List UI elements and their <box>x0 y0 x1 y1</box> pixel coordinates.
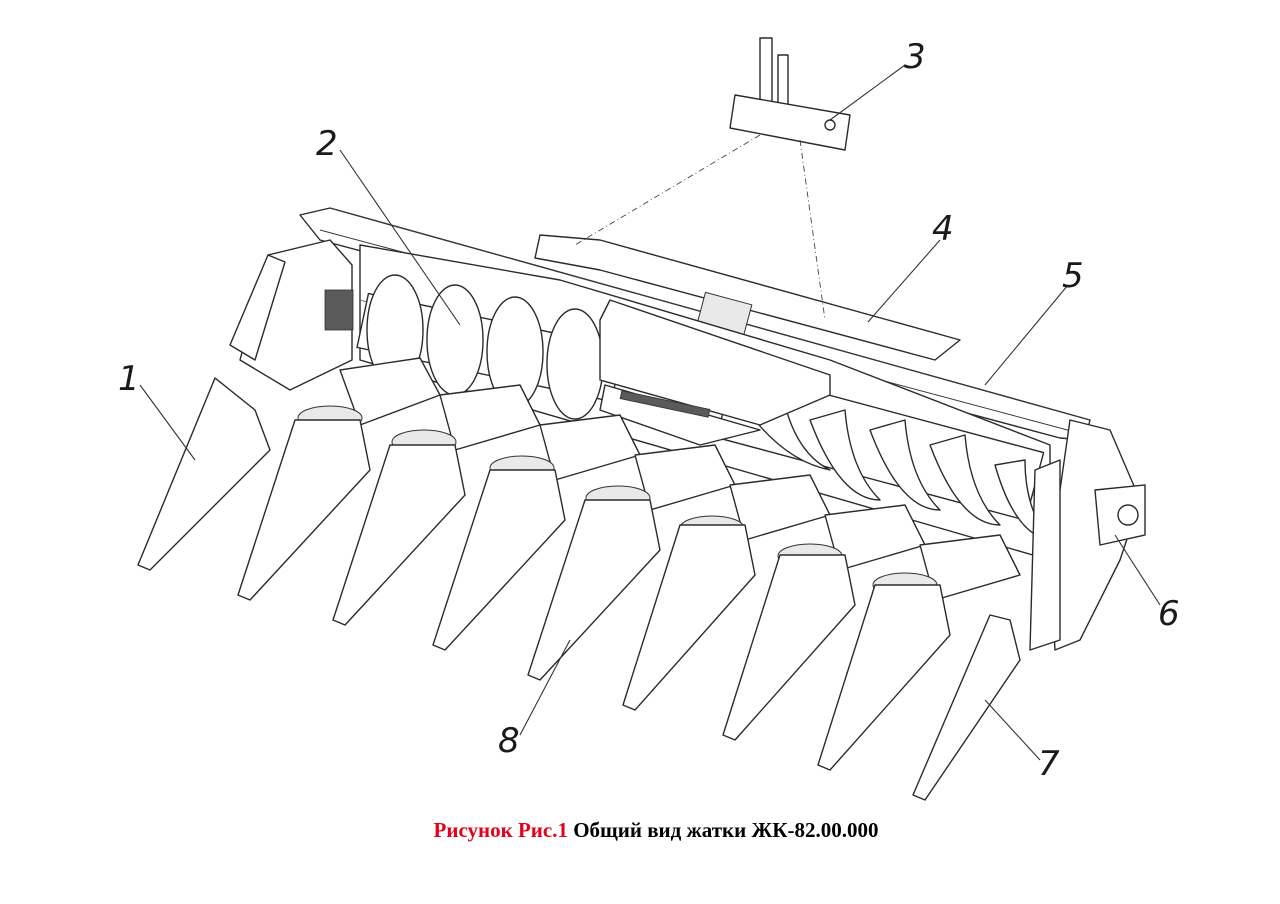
center-hood <box>599 299 831 446</box>
caption-prefix: Рисунок Рис.1 <box>433 818 568 842</box>
callout-3: 3 <box>904 37 926 77</box>
header-assembly-drawing: 1 2 3 4 5 6 7 8 <box>118 37 1180 801</box>
callout-6: 6 <box>1158 594 1180 634</box>
dividers <box>137 377 1021 801</box>
callout-5: 5 <box>1062 256 1084 296</box>
caption-text: Общий вид жатки ЖК-82.00.000 <box>573 818 879 842</box>
callout-1: 1 <box>118 359 140 399</box>
callout-2: 2 <box>316 124 338 164</box>
right-side-housing <box>1029 419 1146 651</box>
callout-4: 4 <box>932 209 954 249</box>
deck-plates <box>339 357 1021 601</box>
mount-bracket <box>729 37 851 151</box>
assembly-lines <box>574 134 826 321</box>
callout-8: 8 <box>498 721 520 761</box>
left-side-panel <box>229 239 354 391</box>
callout-7: 7 <box>1038 744 1060 784</box>
leader-lines <box>139 64 1161 761</box>
auger-left <box>356 274 624 420</box>
figure-caption: Рисунок Рис.1 Общий вид жатки ЖК-82.00.0… <box>0 818 1280 843</box>
